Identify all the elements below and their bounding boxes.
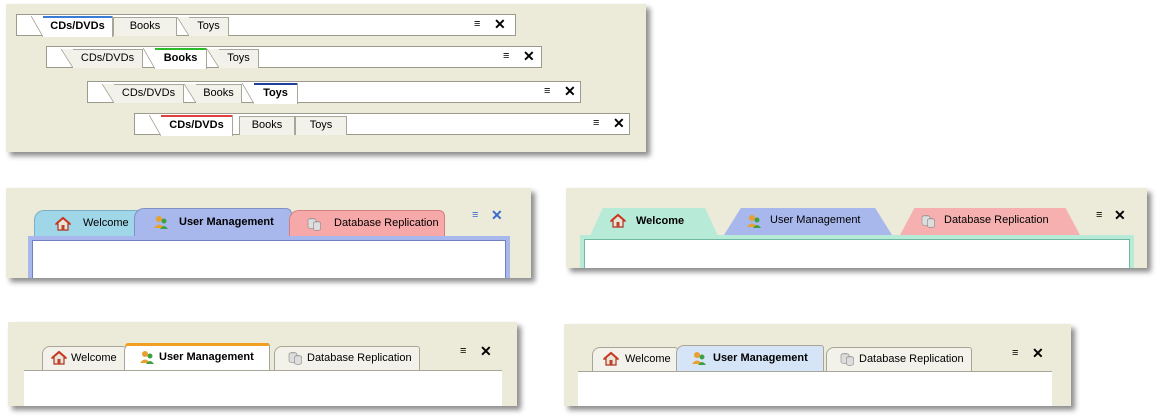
tab-label: Toys [227, 52, 250, 64]
tab-content-area [28, 236, 510, 278]
colored-tabs-panel-b: Welcome User Management Database Replica… [566, 188, 1147, 268]
classic-tabs-panel-d: Welcome User Management Database Replica… [564, 324, 1071, 406]
tab-label: User Management [770, 214, 861, 226]
tab-content-area [578, 371, 1052, 406]
tab-user-management[interactable]: User Management [134, 208, 292, 237]
house-icon [610, 213, 626, 229]
database-icon [287, 350, 303, 366]
tab-strip-1: CDs/DVDs Books Toys ≡ ✕ [16, 14, 516, 37]
classic-tabs-panel-c: Welcome User Management Database Replica… [8, 322, 517, 406]
tab-label: CDs/DVDs [50, 20, 105, 32]
content-inner-border [32, 240, 506, 278]
colored-tabs-panel-a: Welcome User Management Database Replica… [6, 188, 531, 278]
tab-welcome[interactable]: Welcome [34, 210, 144, 237]
tab-strip-3: CDs/DVDs Books Toys ≡ ✕ [87, 81, 581, 104]
content-inner-border [584, 239, 1130, 268]
house-icon [55, 216, 71, 232]
tab-label: Database Replication [334, 217, 439, 229]
tab-toys[interactable]: Toys [177, 17, 229, 36]
tab-label: CDs/DVDs [169, 119, 224, 131]
close-icon[interactable]: ✕ [491, 207, 503, 223]
tab-list-dropdown-icon[interactable]: ≡ [503, 50, 510, 62]
tab-welcome[interactable]: Welcome [592, 347, 678, 371]
tab-list-dropdown-icon[interactable]: ≡ [593, 117, 600, 129]
tab-label: User Management [713, 352, 808, 364]
close-icon[interactable]: ✕ [480, 343, 492, 359]
tab-database-replication[interactable]: Database Replication [826, 347, 972, 371]
tab-label: Toys [263, 87, 288, 99]
users-icon [153, 214, 169, 230]
close-icon[interactable]: ✕ [494, 16, 506, 32]
close-icon[interactable]: ✕ [613, 115, 625, 131]
tab-toys[interactable]: Toys [242, 83, 298, 104]
tab-list-dropdown-icon[interactable]: ≡ [544, 85, 551, 97]
tab-database-replication[interactable]: Database Replication [274, 346, 420, 370]
selected-accent [43, 16, 112, 18]
tab-books[interactable]: Books [239, 116, 295, 135]
tab-welcome[interactable]: Welcome [590, 208, 718, 236]
tab-label: Database Replication [307, 352, 412, 364]
tab-label: Welcome [71, 352, 117, 364]
tab-label: Welcome [636, 215, 685, 227]
tab-user-management[interactable]: User Management [124, 343, 270, 371]
tab-list-dropdown-icon[interactable]: ≡ [474, 18, 481, 30]
house-icon [51, 350, 67, 366]
tab-cds-dvds[interactable]: CDs/DVDs [61, 49, 143, 68]
tab-user-management[interactable]: User Management [724, 208, 892, 235]
tab-user-management[interactable]: User Management [676, 345, 824, 371]
tab-strip-2: CDs/DVDs Books Toys ≡ ✕ [46, 46, 542, 69]
users-icon [139, 349, 155, 365]
tab-list-dropdown-icon[interactable]: ≡ [472, 209, 479, 221]
tab-welcome[interactable]: Welcome [42, 346, 126, 370]
users-icon [746, 213, 762, 229]
tab-label: Database Replication [859, 353, 964, 365]
tab-database-replication[interactable]: Database Replication [900, 208, 1080, 235]
tab-list-dropdown-icon[interactable]: ≡ [1096, 209, 1103, 221]
selected-accent [254, 83, 297, 85]
tab-content-area [580, 235, 1134, 268]
tab-books[interactable]: Books [143, 48, 207, 69]
tab-books[interactable]: Books [184, 84, 242, 103]
tab-label: Welcome [625, 353, 671, 365]
selected-accent [155, 48, 206, 50]
tab-list-dropdown-icon[interactable]: ≡ [1012, 347, 1019, 359]
tab-label: User Management [179, 216, 274, 228]
tab-books[interactable]: Books [113, 17, 177, 36]
database-icon [306, 216, 322, 232]
tab-database-replication[interactable]: Database Replication [289, 210, 445, 237]
close-icon[interactable]: ✕ [1114, 207, 1126, 223]
tab-label: User Management [159, 351, 254, 363]
tab-label: Welcome [83, 217, 129, 229]
small-tabs-panel: CDs/DVDs Books Toys ≡ ✕ CDs/DVDs Books T… [6, 4, 646, 152]
tab-label: Toys [197, 20, 220, 32]
tab-content-area [24, 370, 502, 406]
tab-list-dropdown-icon[interactable]: ≡ [460, 345, 467, 357]
close-icon[interactable]: ✕ [1032, 345, 1044, 361]
tab-toys[interactable]: Toys [295, 116, 347, 135]
close-icon[interactable]: ✕ [564, 83, 576, 99]
tab-cds-dvds[interactable]: CDs/DVDs [31, 16, 113, 37]
tab-label: Books [251, 119, 283, 131]
house-icon [603, 351, 619, 367]
tab-label: Books [163, 52, 198, 64]
users-icon [691, 350, 707, 366]
tab-strip-4: CDs/DVDs Books Toys ≡ ✕ [134, 113, 630, 136]
database-icon [920, 213, 936, 229]
tab-label: Books [129, 20, 161, 32]
database-icon [839, 351, 855, 367]
selected-accent [161, 115, 232, 117]
tab-label: CDs/DVDs [121, 87, 176, 99]
tab-label: CDs/DVDs [80, 52, 135, 64]
tab-label: Toys [309, 119, 333, 131]
selected-accent [125, 343, 269, 346]
tab-label: Database Replication [944, 214, 1049, 226]
tab-label: Books [203, 87, 234, 99]
close-icon[interactable]: ✕ [523, 48, 535, 64]
tab-cds-dvds[interactable]: CDs/DVDs [102, 84, 184, 103]
tab-cds-dvds[interactable]: CDs/DVDs [149, 115, 233, 136]
tab-toys[interactable]: Toys [207, 49, 259, 68]
